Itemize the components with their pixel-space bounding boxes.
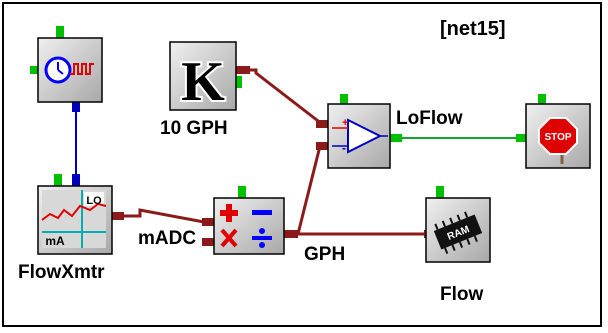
clock-pulse-icon (44, 56, 94, 84)
timer-block[interactable] (37, 37, 103, 103)
wire-math-to-comparator[interactable] (290, 142, 330, 236)
gph-label: GPH (304, 244, 346, 265)
svg-text:mA: mA (45, 234, 65, 248)
stop-sign-icon: STOP (538, 117, 578, 164)
ram-chip-icon: RAM (433, 211, 483, 254)
net-label: [net15] (440, 18, 506, 40)
ram-block[interactable]: RAM (425, 197, 491, 263)
svg-text:-: - (342, 141, 346, 155)
xmtr-label: FlowXmtr (18, 262, 105, 283)
svg-text:+: + (342, 117, 348, 129)
wire-math-to-ram[interactable] (284, 230, 438, 238)
const-block[interactable]: K K (169, 41, 237, 115)
wire-const-to-comparator[interactable] (236, 66, 330, 128)
loflow-label: LoFlow (396, 108, 463, 129)
svg-text:K: K (181, 51, 225, 113)
wire-timer-to-xmtr[interactable] (72, 98, 80, 186)
svg-text:K: K (181, 51, 225, 113)
wire-xmtr-to-math[interactable] (110, 208, 216, 226)
flow-transmitter-icon: LO mA (41, 190, 107, 248)
svg-text:STOP: STOP (544, 132, 571, 143)
comparator-block[interactable]: + - (327, 103, 391, 169)
ram-label: Flow (440, 284, 484, 305)
stop-block[interactable]: STOP (525, 103, 591, 169)
pin-markers (30, 26, 546, 198)
xmtr-block[interactable]: LO mA (37, 185, 113, 255)
madc-label: mADC (138, 228, 197, 249)
comparator-icon: + - (332, 117, 388, 155)
arithmetic-icon (220, 204, 272, 248)
const-label: 10 GPH (160, 118, 228, 139)
svg-text:LO: LO (86, 195, 102, 207)
wire-madc-input[interactable] (202, 238, 216, 246)
wire-comparator-to-stop[interactable] (390, 134, 528, 142)
math-block[interactable] (213, 197, 285, 255)
constant-k-icon: K K (179, 49, 227, 115)
